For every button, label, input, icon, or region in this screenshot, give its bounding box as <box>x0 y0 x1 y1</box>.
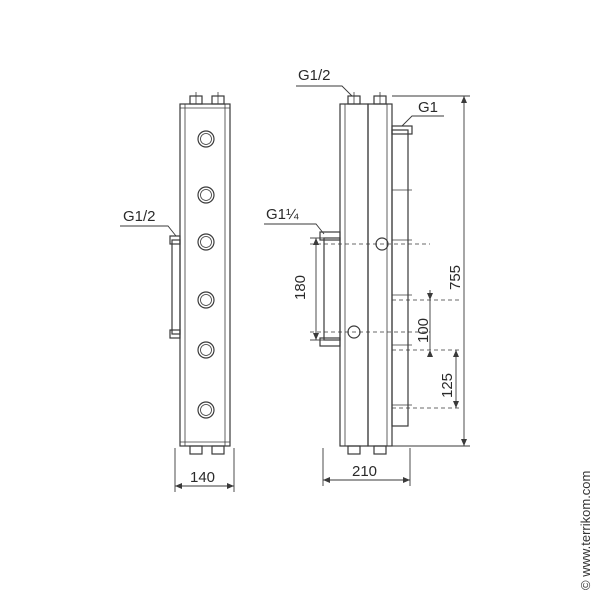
copyright-watermark: © www.terrikom.com <box>578 320 600 590</box>
bottom-fitting-left <box>189 445 203 455</box>
outlet-column <box>391 129 409 427</box>
side-connection-label: G1¼ <box>266 206 299 223</box>
hole <box>197 233 215 251</box>
width-right-label: 210 <box>352 463 377 480</box>
spacing-125-label: 125 <box>439 373 456 398</box>
copyright-text: © www.terrikom.com <box>578 470 593 590</box>
left-connection-label: G1/2 <box>123 208 156 225</box>
front-view: G1/2 140 <box>120 92 235 492</box>
height-label: 755 <box>447 265 464 290</box>
right-connection-label: G1 <box>418 99 438 116</box>
spacing-180-label: 180 <box>292 275 309 300</box>
hole <box>197 341 215 359</box>
spacing-100-label: 100 <box>415 318 432 343</box>
right-connection-leader <box>401 115 444 127</box>
left-connection-leader <box>120 225 177 237</box>
side-connection-leader <box>264 223 325 235</box>
top-connection-label: G1/2 <box>298 67 331 84</box>
side-view: G1/2 G1 G1¼ 180 100 125 755 <box>264 67 470 486</box>
side-connection-pipe <box>323 237 341 341</box>
width-left-label: 140 <box>190 469 215 486</box>
connection-holes <box>197 130 215 419</box>
front-body <box>179 103 231 447</box>
hole <box>197 401 215 419</box>
hole <box>197 186 215 204</box>
side-pipe <box>171 239 181 335</box>
side-body-left <box>339 103 369 447</box>
top-connection-leader <box>296 85 353 97</box>
hole <box>197 291 215 309</box>
side-body-right <box>367 103 393 447</box>
hole <box>197 130 215 148</box>
bottom-fitting-right <box>211 445 225 455</box>
